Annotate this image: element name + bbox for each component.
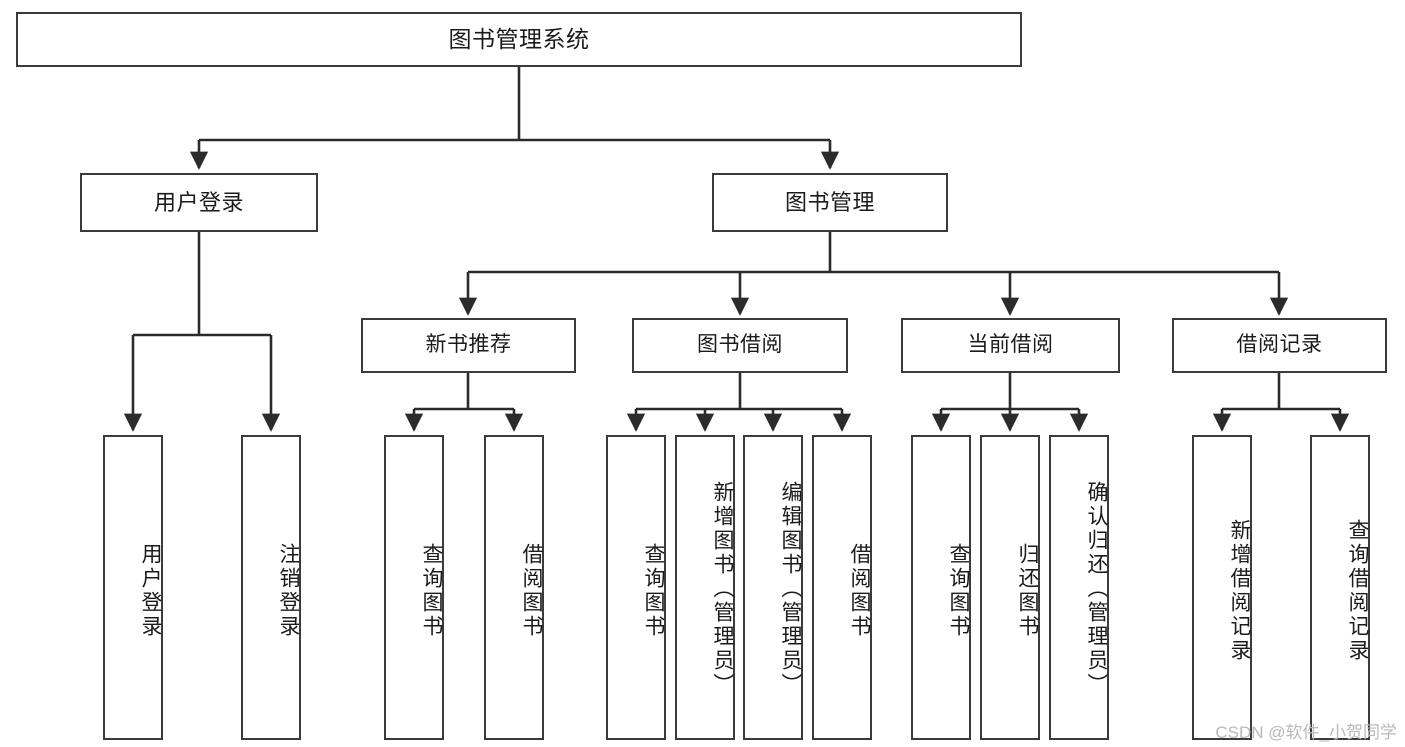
node-book-borrow[interactable]: 图书借阅	[632, 318, 848, 373]
leaf-borrow-record-query-record[interactable]: 查询借阅记录	[1310, 435, 1370, 740]
node-root-book-management-system[interactable]: 图书管理系统	[16, 12, 1022, 67]
leaf-book-borrow-query-book[interactable]: 查询图书	[606, 435, 666, 740]
leaf-book-borrow-add-book-admin[interactable]: 新增图书（管理员）	[675, 435, 735, 740]
leaf-book-borrow-borrow-book[interactable]: 借阅图书	[812, 435, 872, 740]
node-user-login[interactable]: 用户登录	[80, 173, 318, 232]
leaf-user-login-signin[interactable]: 用户登录	[103, 435, 163, 740]
leaf-user-login-signout[interactable]: 注销登录	[241, 435, 301, 740]
leaf-current-borrow-query-book[interactable]: 查询图书	[911, 435, 971, 740]
node-new-book-recommend[interactable]: 新书推荐	[361, 318, 576, 373]
leaf-current-borrow-confirm-return-admin[interactable]: 确认归还（管理员）	[1049, 435, 1109, 740]
leaf-new-book-borrow-book[interactable]: 借阅图书	[484, 435, 544, 740]
leaf-borrow-record-add-record[interactable]: 新增借阅记录	[1192, 435, 1252, 740]
node-book-management[interactable]: 图书管理	[712, 173, 948, 232]
leaf-current-borrow-return-book[interactable]: 归还图书	[980, 435, 1040, 740]
leaf-new-book-query-book[interactable]: 查询图书	[384, 435, 444, 740]
node-current-borrow[interactable]: 当前借阅	[901, 318, 1120, 373]
node-borrow-record[interactable]: 借阅记录	[1172, 318, 1387, 373]
leaf-book-borrow-edit-book-admin[interactable]: 编辑图书（管理员）	[743, 435, 803, 740]
csdn-watermark: CSDN @软件_小贺同学	[1215, 723, 1397, 742]
